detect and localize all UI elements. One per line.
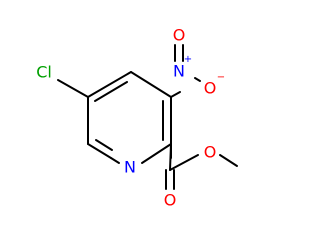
bond-c6-n1 bbox=[110, 157, 120, 164]
bond-ester-c-o-single bbox=[169, 154, 199, 171]
bond-c5-c6 bbox=[87, 143, 112, 159]
ring-nitrogen-label: N bbox=[124, 158, 136, 177]
bond-c3-c4-inner bbox=[94, 81, 128, 102]
nitro-plus-charge: + bbox=[184, 54, 192, 65]
bond-o-methyl bbox=[219, 154, 238, 167]
bond-nitro-n-o-single bbox=[194, 77, 201, 82]
nitro-nitrogen-label: N bbox=[173, 62, 185, 81]
bond-c2-ester-c bbox=[169, 143, 172, 171]
nitro-oxygen-single-label: O bbox=[204, 79, 217, 98]
chemical-structure: Cl N N + O O − O O bbox=[36, 26, 238, 210]
nitro-minus-charge: − bbox=[217, 72, 225, 83]
bond-n1-c2 bbox=[141, 143, 172, 164]
pyridine-ring bbox=[87, 71, 172, 164]
bond-c3-c4 bbox=[87, 71, 132, 98]
carbonyl-oxygen-label: O bbox=[164, 191, 177, 210]
nitro-oxygen-double-label: O bbox=[173, 26, 186, 45]
bond-c3-c4b bbox=[130, 71, 172, 98]
chlorine-label: Cl bbox=[36, 63, 52, 82]
ester-oxygen-label: O bbox=[204, 143, 217, 162]
bond-c5-cl bbox=[57, 79, 89, 98]
bond-c5-c6-inner bbox=[95, 139, 113, 151]
bond-c3-nitro-n bbox=[170, 91, 181, 98]
